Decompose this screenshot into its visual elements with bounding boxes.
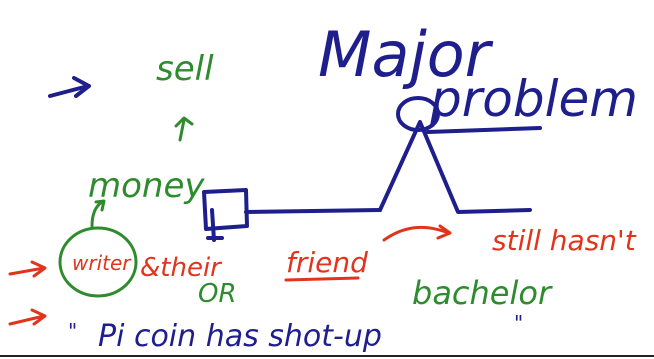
arrow-right-red-icon (8, 260, 47, 278)
ditto-mark-left: " (68, 319, 77, 343)
title-problem: problem (429, 70, 638, 128)
ditto-mark-right: " (514, 311, 523, 335)
note-sell: sell (156, 49, 214, 89)
graph-box (202, 188, 249, 231)
graph-peak (378, 120, 532, 214)
note-friend: friend (286, 246, 368, 279)
note-writer: writer (72, 251, 132, 275)
trend-graph (202, 96, 542, 242)
graph-flat-line (244, 208, 382, 214)
graph-top-line (426, 126, 542, 134)
peak-circle (396, 96, 440, 132)
note-still-hasnt: still hasn't (492, 224, 637, 257)
curved-arrow-icon (90, 199, 106, 228)
arrow-right-red-icon-2 (8, 308, 47, 326)
note-bachelor: bachelor (412, 274, 553, 312)
writer-circle (58, 226, 138, 298)
note-pi-coin: Pi coin has shot-up (98, 319, 382, 354)
graph-box-tick (206, 208, 224, 242)
arrow-up-icon (174, 116, 194, 142)
title-major: Major (318, 18, 494, 91)
note-money: money (88, 166, 205, 206)
curved-arrow-red-icon (382, 224, 452, 242)
friend-underline (284, 276, 360, 282)
note-and-their: &their (140, 253, 223, 283)
arrow-right-icon (48, 76, 91, 98)
note-or: OR (198, 279, 237, 309)
bottom-divider (0, 355, 654, 357)
